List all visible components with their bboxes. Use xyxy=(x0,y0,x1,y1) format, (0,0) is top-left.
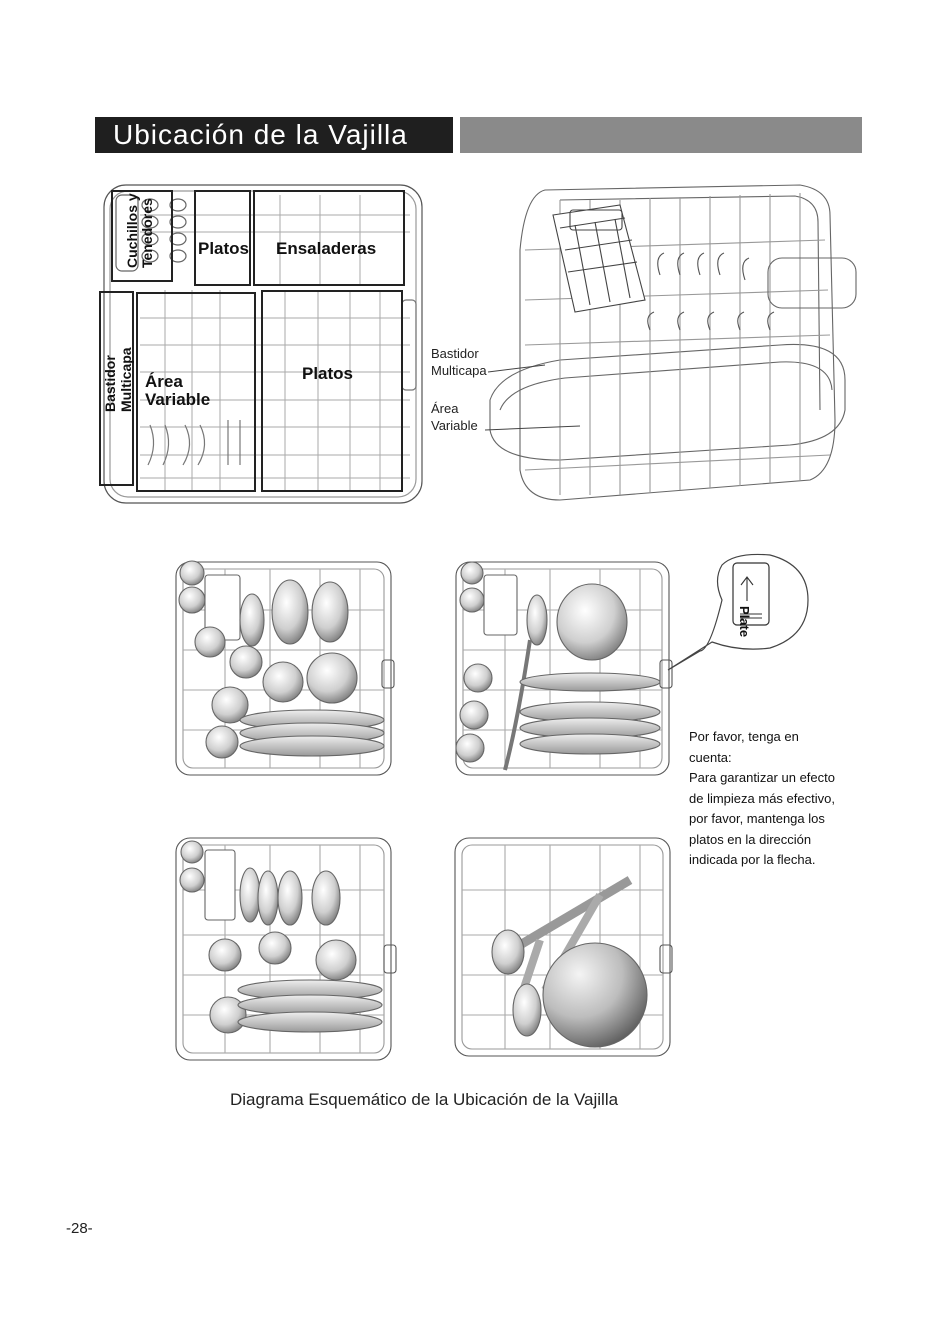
zone-label-plates-main: Platos xyxy=(302,364,354,383)
figure-caption: Diagrama Esquemático de la Ubicación de … xyxy=(230,1090,619,1109)
rack-perspective-view xyxy=(484,184,857,501)
zone-label-cutlery-line1: Cuchillos y xyxy=(124,193,140,268)
note-line: Por favor, tenga en xyxy=(689,729,799,744)
zone-label-variable-line2: Variable xyxy=(145,390,211,409)
callout-multilayer-line1: Bastidor xyxy=(431,346,479,361)
loaded-rack-3 xyxy=(175,837,397,1061)
note-line: cuenta: xyxy=(689,749,732,765)
callout-multilayer-line2: Multicapa xyxy=(431,363,487,378)
callout-variable-line2: Variable xyxy=(431,418,478,433)
zone-label-multilayer-line2: Multicapa xyxy=(118,347,134,412)
zone-label-salad-bowls: Ensaladeras xyxy=(276,239,377,258)
loaded-rack-4 xyxy=(454,837,673,1057)
loaded-rack-1 xyxy=(175,560,395,776)
section-title: Ubicación de la Vajilla xyxy=(95,117,453,153)
zone-label-cutlery-line2: Tenedores xyxy=(139,198,155,268)
note-line: platos en la dirección xyxy=(689,831,812,847)
note-line: por favor, mantenga los xyxy=(689,811,825,826)
title-accent-bar xyxy=(460,117,862,153)
zone-label-multilayer-line1: Bastidor xyxy=(102,355,118,412)
bubble-plate-label: Plate xyxy=(737,606,752,638)
note-line: Para garantizar un efecto xyxy=(689,770,835,785)
placement-note: Por favor, tenga en cuenta: Para garanti… xyxy=(689,727,859,871)
note-line: indicada por la flecha. xyxy=(689,852,816,867)
zone-label-variable-line1: Área xyxy=(145,372,183,391)
note-line: de limpieza más efectivo, xyxy=(689,790,835,806)
rack-plan-view xyxy=(99,184,423,504)
loaded-rack-2 xyxy=(455,553,809,776)
zone-label-plates-top: Platos xyxy=(198,239,250,258)
page-number: -28- xyxy=(66,1220,93,1237)
callout-variable-line1: Área xyxy=(431,401,459,416)
